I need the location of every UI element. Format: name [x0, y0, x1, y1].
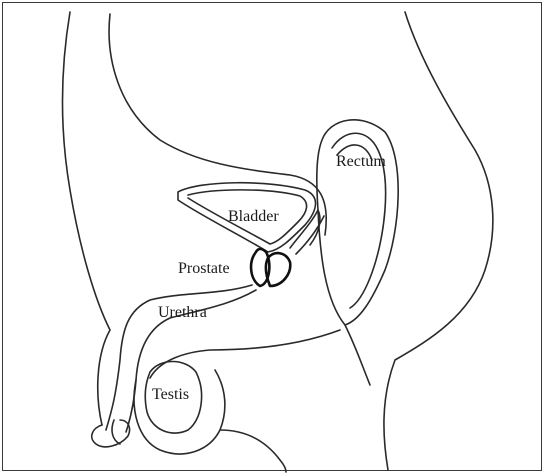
prostate-label: Prostate — [178, 261, 230, 277]
bladder-label: Bladder — [228, 209, 279, 225]
glans-2 — [112, 420, 120, 444]
back-contour — [62, 12, 110, 425]
penis-underside — [150, 330, 340, 378]
testis-label: Testis — [152, 387, 189, 403]
urethra-label: Urethra — [158, 305, 207, 321]
rectum-label: Rectum — [336, 154, 386, 170]
glans — [92, 420, 130, 447]
rectum-outer — [317, 120, 398, 325]
seminal-vesicle — [290, 210, 320, 248]
leg-line — [345, 325, 370, 385]
abdominal-wall — [109, 14, 326, 235]
sacrum-contour — [384, 12, 493, 470]
perineum-line — [220, 430, 286, 472]
